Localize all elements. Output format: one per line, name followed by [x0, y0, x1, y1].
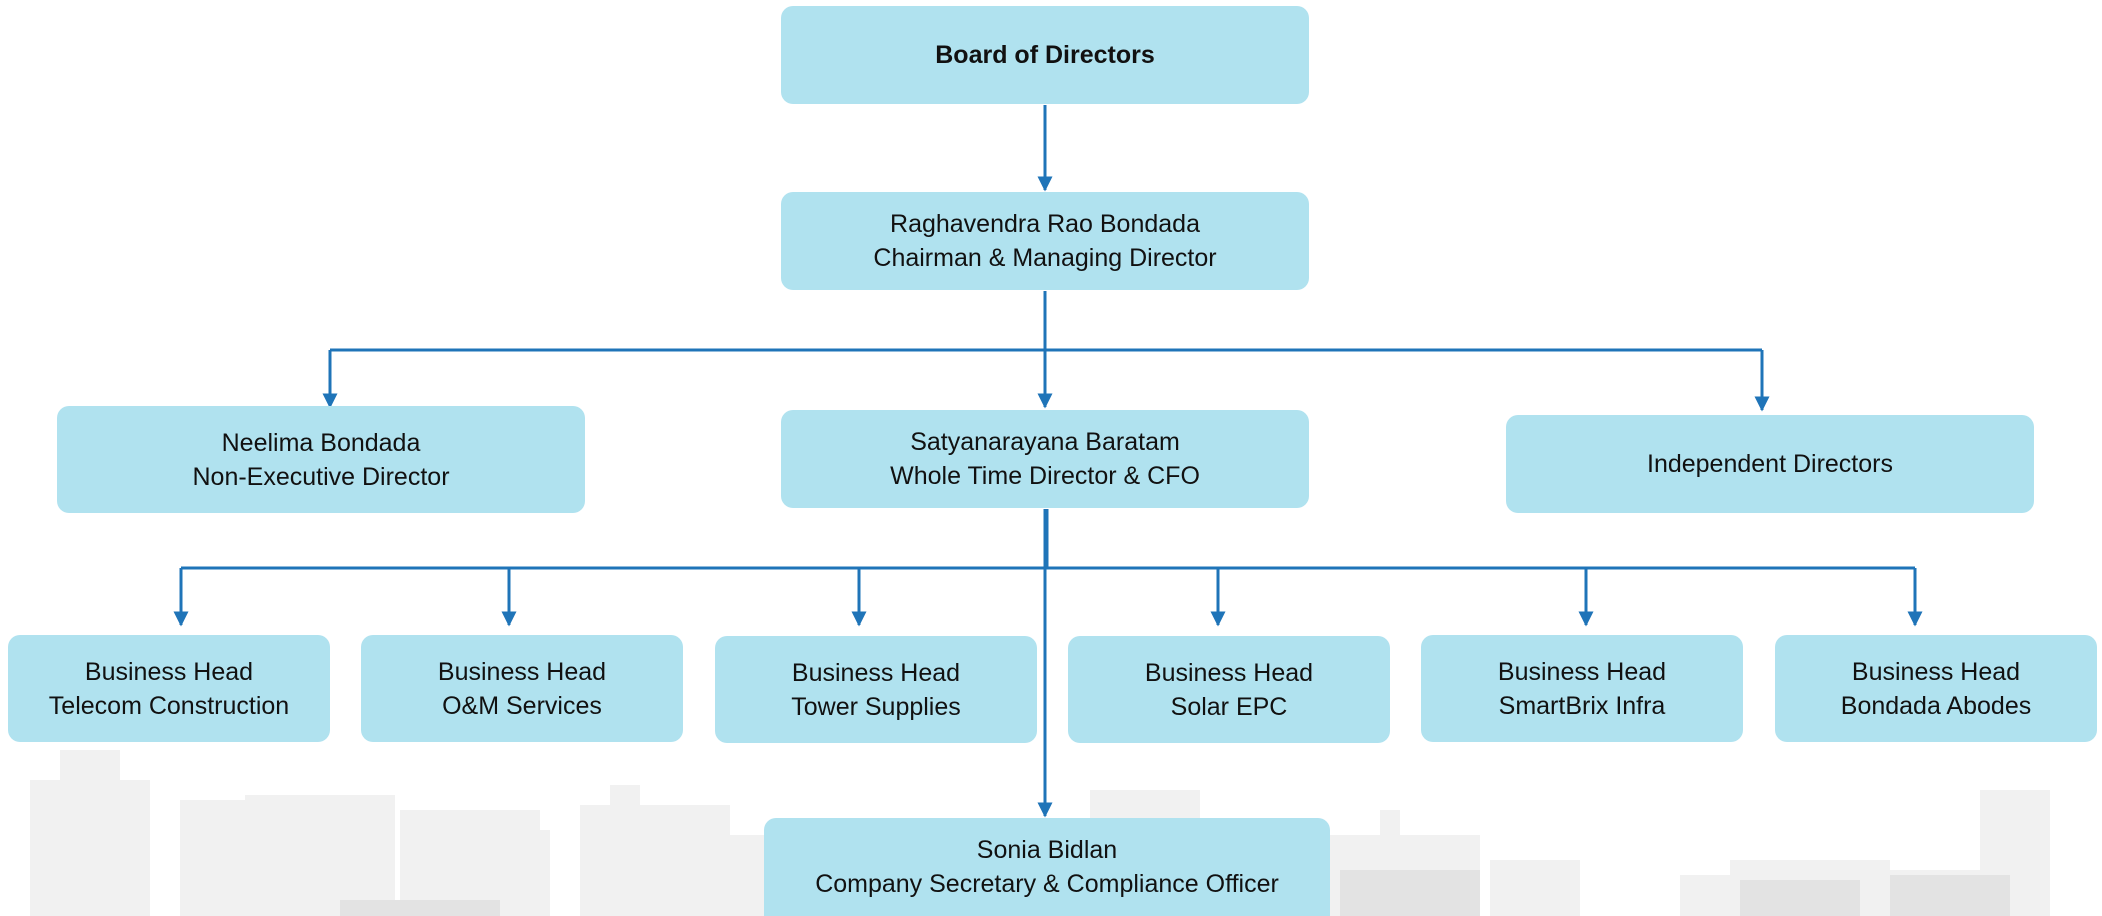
company-secretary-role: Company Secretary & Compliance Officer: [815, 870, 1279, 898]
business-head-unit: SmartBrix Infra: [1498, 691, 1666, 720]
business-head-unit: Tower Supplies: [791, 692, 961, 721]
whole-time-director-box: Satyanarayana Baratam Whole Time Directo…: [781, 410, 1309, 508]
business-head-unit: Solar EPC: [1170, 692, 1288, 721]
whole-time-director-role: Whole Time Director & CFO: [890, 462, 1200, 490]
business-head-title: Business Head: [1144, 658, 1314, 687]
business-head-smartbrix-box: Business Head SmartBrix Infra: [1421, 635, 1743, 742]
business-head-unit: O&M Services: [442, 691, 602, 720]
business-head-title: Business Head: [1851, 657, 2021, 686]
company-secretary-name: Sonia Bidlan: [976, 836, 1118, 864]
business-head-unit: Telecom Construction: [48, 691, 290, 720]
business-head-telecom-box: Business Head Telecom Construction: [8, 635, 330, 742]
business-head-title: Business Head: [437, 657, 607, 686]
non-executive-director-box: Neelima Bondada Non-Executive Director: [57, 406, 585, 513]
company-secretary-box: Sonia Bidlan Company Secretary & Complia…: [764, 818, 1330, 916]
whole-time-director-name: Satyanarayana Baratam: [910, 428, 1180, 456]
board-of-directors-title: Board of Directors: [935, 41, 1155, 69]
chairman-box: Raghavendra Rao Bondada Chairman & Manag…: [781, 192, 1309, 290]
non-executive-director-role: Non-Executive Director: [192, 462, 450, 491]
business-head-title: Business Head: [84, 657, 254, 686]
business-head-title: Business Head: [1497, 657, 1667, 686]
independent-directors-title: Independent Directors: [1647, 450, 1893, 478]
non-executive-director-name: Neelima Bondada: [221, 428, 421, 457]
business-head-unit: Bondada Abodes: [1840, 691, 2032, 720]
chairman-name: Raghavendra Rao Bondada: [890, 210, 1200, 238]
chairman-role: Chairman & Managing Director: [873, 244, 1217, 272]
board-of-directors-box: Board of Directors: [781, 6, 1309, 104]
business-head-solar-box: Business Head Solar EPC: [1068, 636, 1390, 743]
business-head-title: Business Head: [791, 658, 961, 687]
business-head-om-box: Business Head O&M Services: [361, 635, 683, 742]
business-head-abodes-box: Business Head Bondada Abodes: [1775, 635, 2097, 742]
independent-directors-box: Independent Directors: [1506, 415, 2034, 513]
business-head-tower-box: Business Head Tower Supplies: [715, 636, 1037, 743]
